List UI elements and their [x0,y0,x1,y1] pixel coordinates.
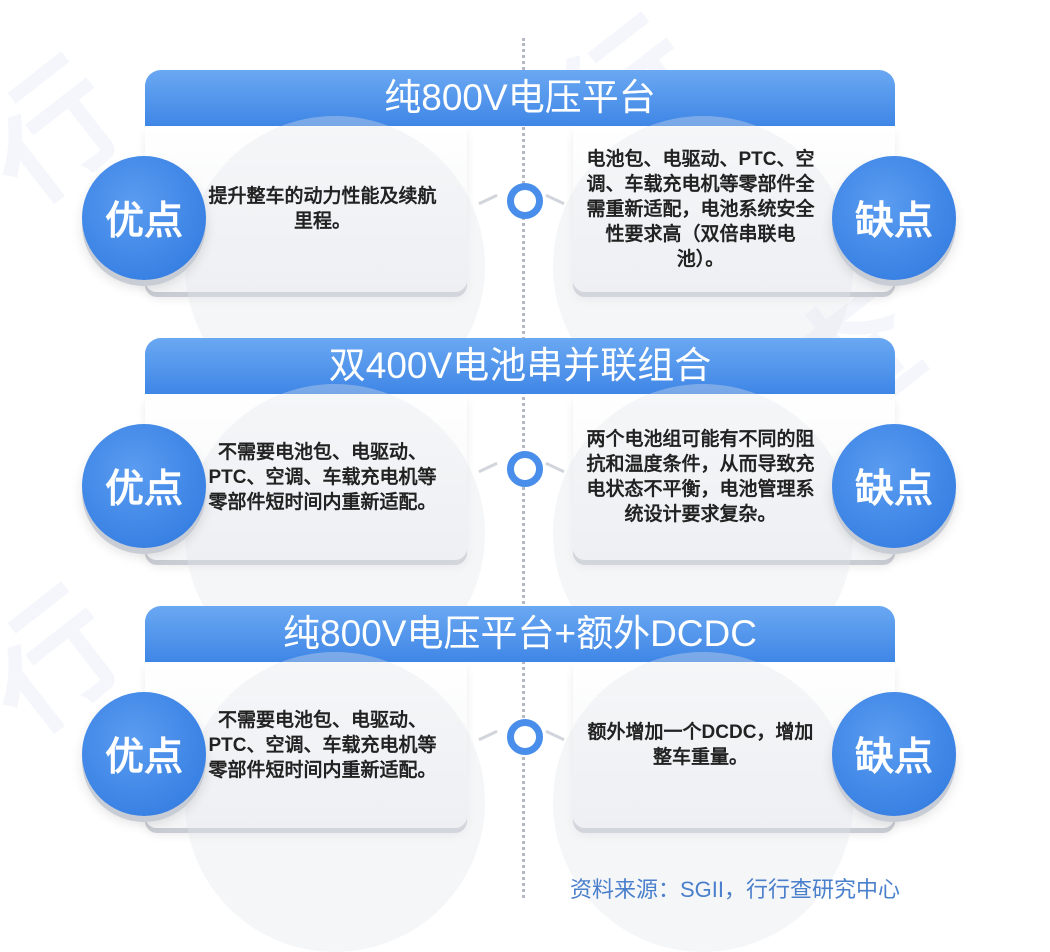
pros-text: 提升整车的动力性能及续航里程。 [208,186,437,232]
comparison-section-3: 纯800V电压平台+额外DCDC 不需要电池包、电驱动、PTC、空调、车载充电机… [0,606,1050,952]
comparison-section-2: 双400V电池串并联组合 不需要电池包、电驱动、PTC、空调、车载充电机等零部件… [0,338,1050,684]
cons-text: 电池包、电驱动、PTC、空调、车载充电机等零部件全需重新适配，电池系统安全性要求… [586,148,815,270]
pros-text: 不需要电池包、电驱动、PTC、空调、车载充电机等零部件短时间内重新适配。 [208,709,437,781]
timeline-node [507,451,543,487]
cons-badge: 缺点 [832,424,956,548]
pros-badge: 优点 [82,156,206,280]
section-title: 双400V电池串并联组合 [145,338,895,394]
timeline-node [507,183,543,219]
pros-text: 不需要电池包、电驱动、PTC、空调、车载充电机等零部件短时间内重新适配。 [208,441,437,513]
pros-badge: 优点 [82,424,206,548]
section-title: 纯800V电压平台 [145,70,895,126]
comparison-section-1: 纯800V电压平台 提升整车的动力性能及续航里程。 电池包、电驱动、PTC、空调… [0,70,1050,416]
cons-text: 额外增加一个DCDC，增加整车重量。 [587,722,814,768]
source-note: 资料来源：SGII，行行查研究中心 [570,877,901,902]
cons-badge: 缺点 [832,692,956,816]
cons-badge: 缺点 [832,156,956,280]
section-title: 纯800V电压平台+额外DCDC [145,606,895,662]
pros-badge: 优点 [82,692,206,816]
cons-text: 两个电池组可能有不同的阻抗和温度条件，从而导致充电状态不平衡，电池管理系统设计要… [586,429,815,525]
timeline-node [507,719,543,755]
